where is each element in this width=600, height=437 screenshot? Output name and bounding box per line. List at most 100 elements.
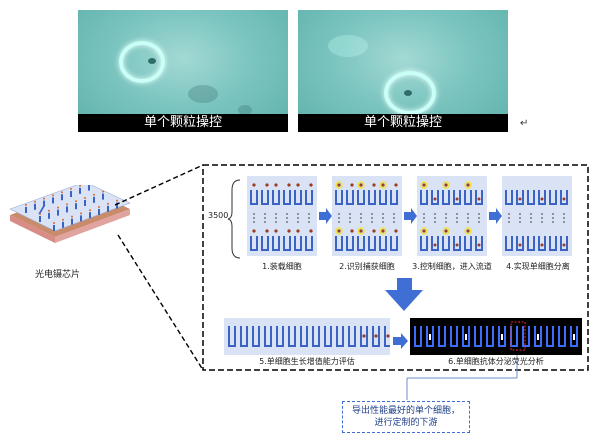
ellipsis-dot	[552, 221, 554, 223]
cell-in-channel	[518, 243, 522, 247]
ellipsis-dot	[308, 217, 310, 219]
channel	[486, 326, 494, 347]
ellipsis-dot	[541, 221, 543, 223]
particle	[404, 90, 412, 96]
channel	[379, 236, 387, 251]
channel	[294, 236, 302, 251]
channel	[505, 236, 513, 251]
capture-ring	[357, 181, 365, 189]
cell-dot	[296, 183, 300, 187]
row-bracket	[228, 179, 241, 259]
channel	[546, 326, 554, 347]
ellipsis-dot	[519, 217, 521, 219]
channel	[305, 190, 313, 205]
channel	[324, 326, 332, 347]
channel	[335, 190, 343, 205]
channel	[527, 236, 535, 251]
cell-dot	[296, 229, 300, 233]
channel	[250, 190, 258, 205]
fluorescence-mark	[429, 334, 431, 340]
channel	[414, 326, 422, 347]
ellipsis-dot	[253, 221, 255, 223]
cell-in-channel	[540, 197, 544, 201]
ellipsis-dot	[297, 213, 299, 215]
channel	[462, 326, 470, 347]
cell-dot	[287, 183, 291, 187]
ellipsis-dot	[286, 213, 288, 215]
chip-channel	[70, 191, 72, 197]
ellipsis-dot	[349, 217, 351, 219]
ellipsis-dot	[382, 213, 384, 215]
channel	[442, 190, 450, 205]
channel	[560, 236, 568, 251]
chip-channel	[102, 193, 104, 200]
chip-cell	[52, 194, 54, 197]
step-panel-2	[332, 176, 402, 256]
ellipsis-dot	[423, 217, 425, 219]
cell-dot	[359, 229, 363, 233]
chip-cell	[93, 193, 95, 196]
cell-dot	[374, 334, 378, 338]
chip-channel	[75, 203, 77, 210]
cell-dot	[394, 229, 398, 233]
chip-channel	[53, 225, 55, 231]
cell-dot	[466, 183, 470, 187]
chip-cell	[61, 191, 63, 194]
ellipsis-dot	[382, 217, 384, 219]
cell-in-channel	[433, 197, 437, 201]
chip-channel	[57, 209, 59, 216]
cell-dot	[350, 183, 354, 187]
channel	[442, 236, 450, 251]
channel	[570, 326, 578, 347]
channel	[372, 326, 380, 347]
step-panel-3	[417, 176, 487, 256]
cell-in-channel	[477, 197, 481, 201]
cell-dot	[252, 229, 256, 233]
channel	[510, 326, 518, 347]
fluorescence-mark	[573, 334, 575, 340]
callout-line-2: 进行定制的下游	[374, 418, 438, 428]
chip-cell	[75, 200, 77, 203]
ellipsis-dot	[371, 217, 373, 219]
channel	[346, 190, 354, 205]
chip-channel	[84, 200, 86, 206]
ellipsis-dot	[445, 217, 447, 219]
chip-channel	[89, 212, 91, 219]
channel	[431, 236, 439, 251]
cell-dot	[252, 183, 256, 187]
ellipsis-dot	[360, 213, 362, 215]
cell-dot	[372, 183, 376, 187]
channel	[283, 190, 291, 205]
ellipsis-dot	[286, 221, 288, 223]
photo-caption-left: 单个颗粒操控	[78, 114, 288, 132]
channel	[300, 326, 308, 347]
step-label-5: 5.单细胞生长增值能力评估	[259, 357, 355, 366]
chip-channel	[88, 185, 90, 191]
ellipsis-dot	[456, 217, 458, 219]
chip-channel	[80, 215, 82, 222]
ellipsis-dot	[360, 221, 362, 223]
arrow-2-3	[404, 208, 417, 224]
channel	[538, 190, 546, 205]
channel	[538, 236, 546, 251]
channel	[360, 326, 368, 347]
chip-cell	[80, 212, 82, 215]
ellipsis-dot	[423, 213, 425, 215]
channel	[252, 326, 260, 347]
chip-cell	[89, 209, 91, 212]
channel	[498, 326, 506, 347]
ellipsis-dot	[467, 217, 469, 219]
chip-cell	[79, 185, 81, 187]
ellipsis-dot	[456, 213, 458, 215]
ellipsis-dot	[445, 221, 447, 223]
channel	[549, 190, 557, 205]
cell-dot	[362, 334, 366, 338]
chip-cell	[39, 213, 41, 215]
channel	[516, 236, 524, 251]
step-panel-4	[502, 176, 572, 256]
chip-channel	[48, 212, 50, 219]
callout-line-1: 导出性能最好的单个细胞，	[351, 406, 460, 416]
fluorescence-mark	[537, 334, 539, 340]
